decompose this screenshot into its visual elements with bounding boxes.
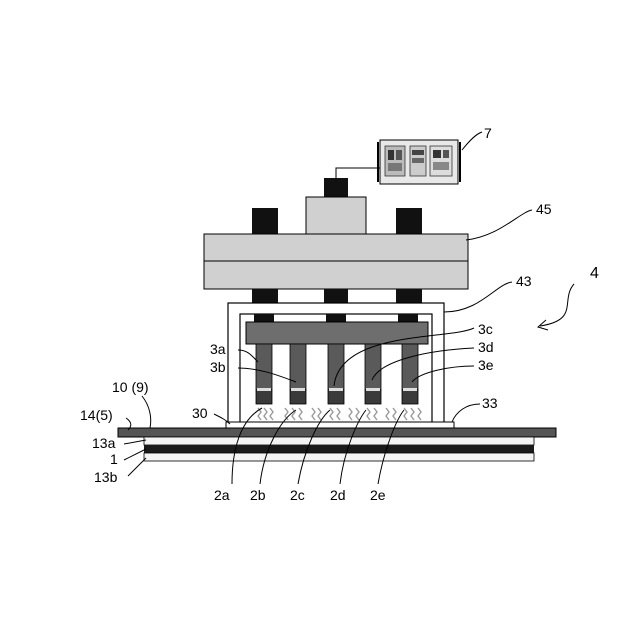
label-frame-43: 43 xyxy=(516,273,532,289)
layer-13a xyxy=(144,437,534,445)
lower-post-left xyxy=(252,289,278,303)
leader-4[interactable] xyxy=(540,284,574,326)
layer-1 xyxy=(144,445,534,453)
leader-13b xyxy=(128,458,146,476)
head-unit-lower xyxy=(204,261,468,289)
lower-post-center xyxy=(324,289,348,303)
nozzle-3e xyxy=(402,344,418,404)
label-controller-7: 7 xyxy=(484,125,492,141)
label-nozzle-3b: 3b xyxy=(210,359,226,375)
head-unit-upper xyxy=(204,234,468,261)
leader-13a xyxy=(124,440,146,444)
label-nozzle-3a: 3a xyxy=(210,341,226,357)
label-head-unit-45: 45 xyxy=(536,201,552,217)
label-layer-1: 1 xyxy=(110,451,118,467)
label-layer-13b: 13b xyxy=(94,469,118,485)
leader-45 xyxy=(466,210,532,240)
spray-jets xyxy=(258,408,421,420)
label-jet-2e: 2e xyxy=(370,487,386,503)
label-layer-14: 14(5) xyxy=(80,407,113,423)
controller-cable xyxy=(336,168,380,178)
controller-unit xyxy=(378,140,460,184)
leader-7 xyxy=(462,132,482,150)
upper-post-right xyxy=(396,208,422,234)
nozzle-3a xyxy=(256,344,272,404)
nozzle-3c xyxy=(328,344,344,404)
leader-3d xyxy=(372,348,474,380)
label-layer-13a: 13a xyxy=(92,435,116,451)
label-jet-2a: 2a xyxy=(214,487,230,503)
leader-10 xyxy=(142,396,151,428)
layer-13b xyxy=(144,453,534,461)
label-apparatus-4: 4 xyxy=(590,265,599,282)
nozzle-3b xyxy=(290,344,306,404)
label-part-30: 30 xyxy=(192,405,208,421)
label-part-33: 33 xyxy=(482,395,498,411)
label-nozzle-3e: 3e xyxy=(478,357,494,373)
nozzle-3d xyxy=(365,344,381,404)
base-plate xyxy=(226,422,454,428)
leader-33 xyxy=(452,404,480,422)
upper-post-left xyxy=(252,208,278,234)
leader-3a xyxy=(238,350,258,362)
leader-1 xyxy=(124,449,146,460)
label-jet-2c: 2c xyxy=(290,487,305,503)
label-layer-10: 10 (9) xyxy=(112,379,149,395)
leader-3e xyxy=(412,366,474,382)
label-jet-2b: 2b xyxy=(250,487,266,503)
label-nozzle-3c: 3c xyxy=(478,321,493,337)
lower-post-right xyxy=(396,289,422,303)
label-jet-2d: 2d xyxy=(330,487,346,503)
top-connector-block xyxy=(324,178,348,198)
label-nozzle-3d: 3d xyxy=(478,339,494,355)
nozzle-holder xyxy=(246,322,428,344)
central-body xyxy=(306,197,366,235)
layer-14-plate xyxy=(118,428,556,437)
